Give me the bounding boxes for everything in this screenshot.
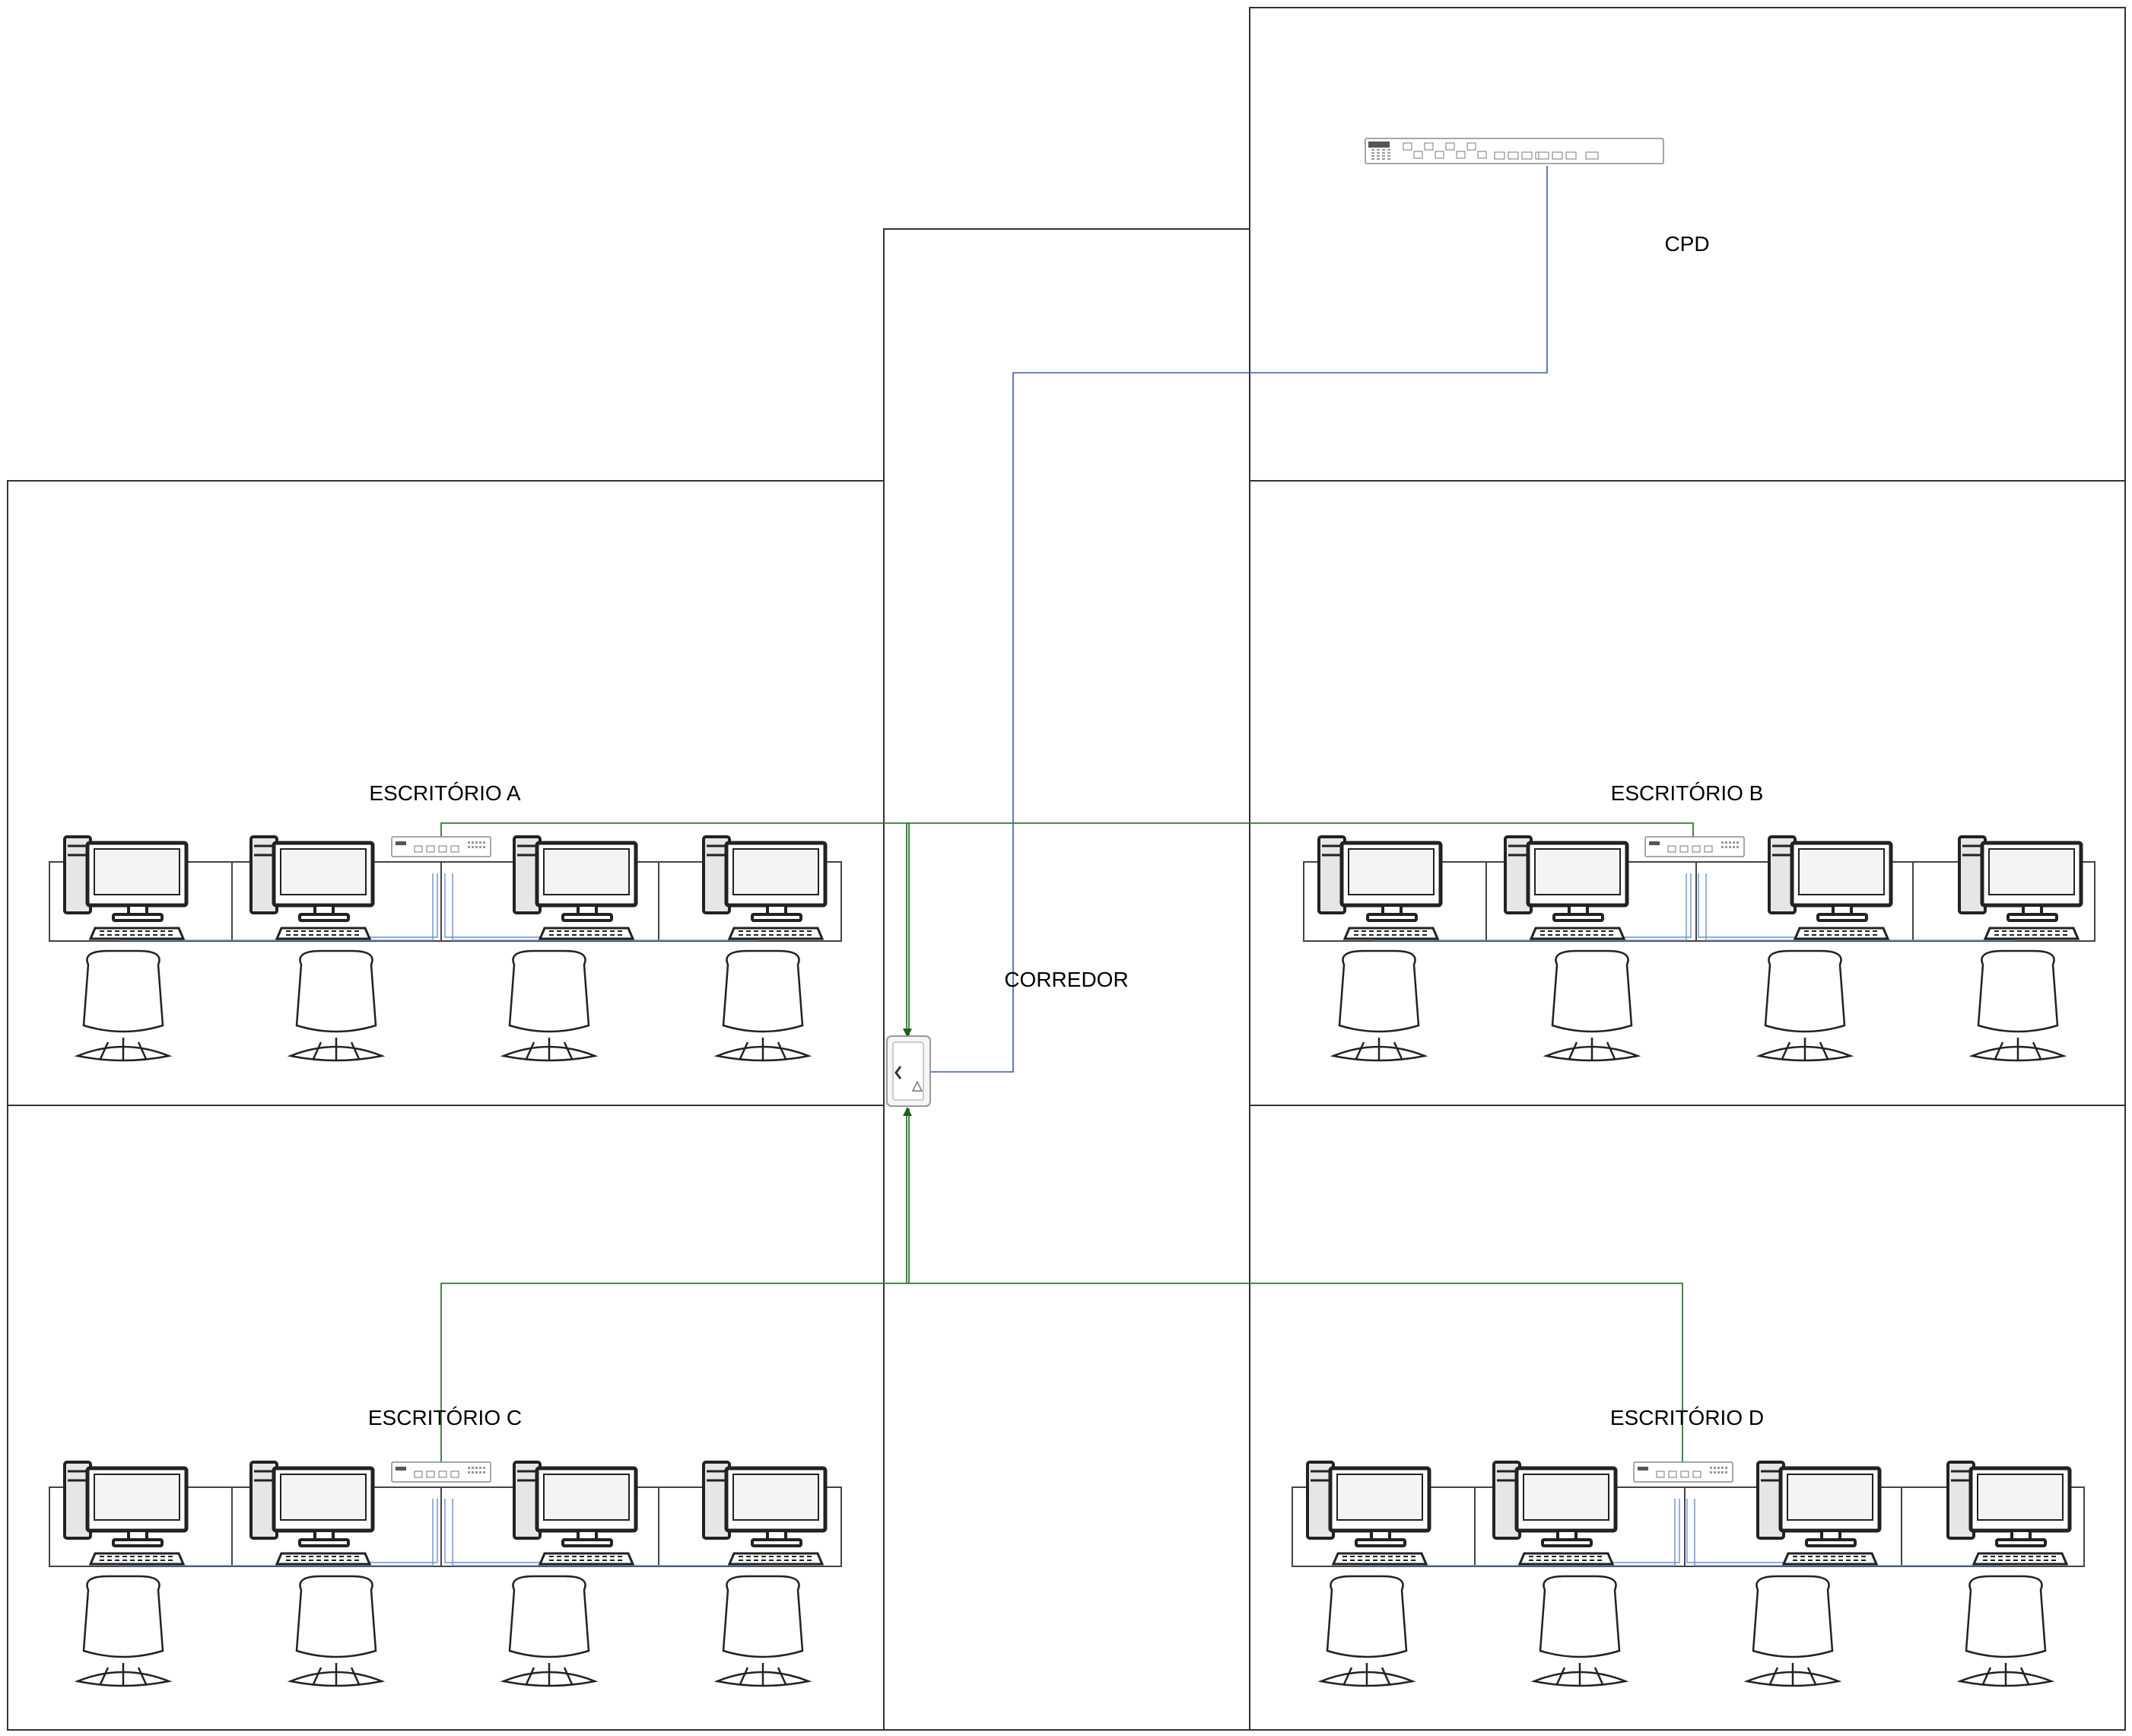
desktop-computer-icon (1492, 1461, 1618, 1566)
office-chair-icon (287, 949, 386, 1062)
room-label-office-d: ESCRITÓRIO D (1610, 1406, 1764, 1429)
room-label-office-b: ESCRITÓRIO B (1611, 781, 1764, 805)
uplink-cable-office-a (440, 822, 910, 1036)
room-label-office-a: ESCRITÓRIO A (369, 781, 520, 805)
corridor-wall (883, 228, 1250, 1730)
backbone-cable (923, 166, 1548, 1073)
rack-switch-icon (1365, 138, 1664, 164)
office-chair-icon (1317, 1575, 1416, 1687)
desktop-computer-icon (513, 835, 638, 940)
room-label-cpd: CPD (1664, 232, 1709, 256)
desktop-computer-icon (1756, 1461, 1882, 1566)
workstation-group-office-c (49, 1461, 842, 1687)
office-chair-icon (74, 1575, 173, 1687)
desktop-computer-icon (1958, 835, 2083, 940)
desktop-computer-icon (513, 1461, 638, 1566)
desktop-computer-icon (702, 1461, 828, 1566)
office-chair-icon (1755, 949, 1854, 1062)
office-chair-icon (500, 949, 599, 1062)
arrow-head-top (903, 1029, 912, 1038)
office-chair-icon (1330, 949, 1428, 1062)
office-chair-icon (74, 949, 173, 1062)
network-devices (391, 138, 1745, 1483)
arrow-head-bottom (903, 1107, 912, 1116)
desktop-computer-icon (1768, 835, 1893, 940)
office-chair-icon (287, 1575, 386, 1687)
furniture (49, 835, 2095, 1687)
room-wall-office-d (1249, 1105, 2126, 1731)
office-chair-icon (500, 1575, 599, 1687)
network-cabinet-icon (886, 1035, 931, 1107)
desktop-computer-icon (63, 1461, 189, 1566)
office-chair-icon (713, 949, 812, 1062)
desktop-computer-icon (1946, 1461, 2072, 1566)
workstation-group-office-a (49, 835, 842, 1062)
uplink-cable-office-b (906, 822, 1694, 1036)
desktop-computer-icon (249, 1461, 375, 1566)
cables (440, 166, 1694, 1466)
desktop-computer-icon (702, 835, 828, 940)
workstation-group-office-d (1292, 1461, 2085, 1687)
desktop-computer-icon (249, 835, 375, 940)
room-label-office-c: ESCRITÓRIO C (368, 1406, 522, 1429)
office-chair-icon (1543, 949, 1641, 1062)
desk-row (1292, 1486, 2085, 1567)
desk-row (49, 861, 842, 942)
desktop-computer-icon (63, 835, 189, 940)
uplink-cable-office-c (440, 1108, 910, 1466)
office-chair-icon (1968, 949, 2067, 1062)
desktop-switch-icon (1644, 836, 1745, 857)
room-label-corridor: CORREDOR (1004, 968, 1128, 991)
desktop-computer-icon (1306, 1461, 1431, 1566)
workstation-group-office-b (1303, 835, 2095, 1062)
office-chair-icon (1743, 1575, 1842, 1687)
desktop-switch-icon (1633, 1461, 1733, 1483)
desk-row (49, 1486, 842, 1567)
office-chair-icon (713, 1575, 812, 1687)
office-chair-icon (1956, 1575, 2055, 1687)
desktop-computer-icon (1504, 835, 1629, 940)
desktop-switch-icon (391, 836, 491, 857)
walls (7, 7, 2126, 1731)
desk-row (1303, 861, 2095, 942)
office-chair-icon (1530, 1575, 1629, 1687)
desktop-computer-icon (1317, 835, 1443, 940)
uplink-cable-office-d (906, 1108, 1683, 1466)
desktop-switch-icon (391, 1461, 491, 1483)
